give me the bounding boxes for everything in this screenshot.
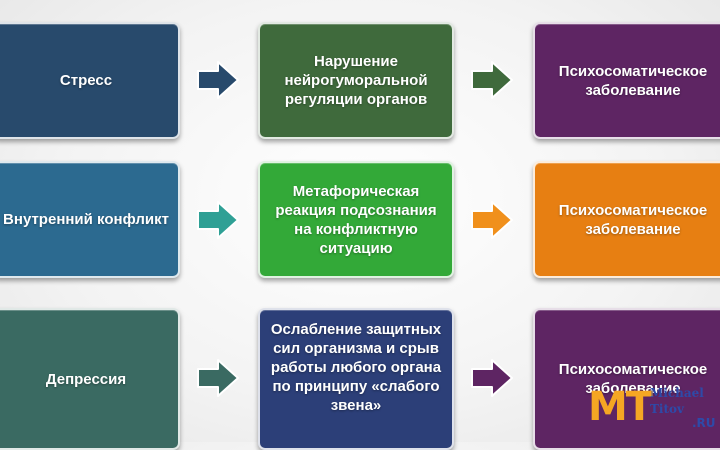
arrow-icon (196, 200, 240, 240)
cause-label: Стресс (59, 72, 113, 89)
mechanism-label: Нарушение нейрогуморальной регуляции орг… (284, 53, 428, 108)
result-box-disease: Психосоматическое заболевание (533, 308, 720, 450)
cause-box-depression: Депрессия (0, 308, 180, 450)
watermark-logo: MT Michael Titov .RU (588, 380, 720, 442)
watermark-line2: Titov (650, 402, 685, 416)
arrow-icon (470, 200, 514, 240)
arrow-icon (470, 358, 514, 398)
mechanism-label: Метафорическая реакция подсознания на ко… (275, 182, 437, 257)
arrow-icon (470, 60, 514, 100)
arrow-icon (196, 358, 240, 398)
cause-box-inner-conflict: Внутренний конфликт (0, 161, 180, 278)
result-label: Психосоматическое заболевание (558, 201, 708, 238)
cause-box-stress: Стресс (0, 22, 180, 139)
watermark-letters: MT (588, 384, 653, 430)
mechanism-box-neurohumoral: Нарушение нейрогуморальной регуляции орг… (258, 22, 454, 139)
result-label: Психосоматическое заболевание (558, 361, 708, 397)
watermark-line1: Michael (650, 386, 704, 400)
cause-label: Депрессия (45, 370, 127, 388)
arrow-icon (196, 60, 240, 100)
mechanism-box-metaphoric: Метафорическая реакция подсознания на ко… (258, 161, 454, 278)
result-box-disease: Психосоматическое заболевание (533, 161, 720, 278)
result-box-disease: Психосоматическое заболевание (533, 22, 720, 139)
result-label: Психосоматическое заболевание (558, 62, 708, 99)
mechanism-box-weakened-defense: Ослабление защитных сил организма и срыв… (258, 308, 454, 450)
watermark-domain: .RU (692, 416, 716, 430)
cause-label: Внутренний конфликт (3, 211, 169, 228)
mechanism-label: Ослабление защитных сил организма и срыв… (270, 321, 442, 414)
